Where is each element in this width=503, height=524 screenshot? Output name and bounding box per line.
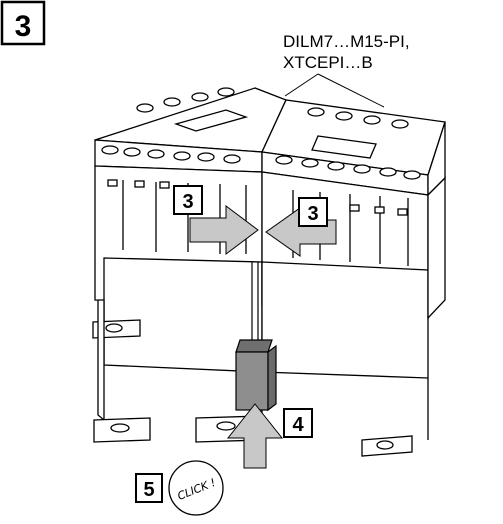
callout-4-number: 4 [292, 414, 304, 436]
callout-3-right-number: 3 [307, 203, 318, 225]
callout-3-left: 3 [173, 185, 203, 215]
part-label-line2: XTCEPI…B [283, 53, 373, 72]
mounting-feet [93, 299, 429, 443]
push-arrow-left [189, 205, 259, 255]
part-label-line1: DILM7…M15-PI, [283, 32, 410, 51]
label-leader-lines [284, 73, 385, 108]
step-number: 3 [15, 10, 32, 43]
callout-5-number: 5 [143, 479, 154, 501]
callout-3-left-number: 3 [182, 191, 193, 213]
push-arrow-up [226, 403, 284, 469]
left-contactor [92, 87, 287, 373]
step-number-badge: 3 [0, 0, 46, 46]
callout-5: 5 [135, 473, 163, 503]
click-bubble: CLICK ! [168, 460, 224, 516]
callout-3-right: 3 [298, 197, 328, 227]
mechanical-interlock-module [235, 262, 277, 412]
right-contactor [261, 99, 446, 457]
callout-4: 4 [283, 408, 313, 438]
